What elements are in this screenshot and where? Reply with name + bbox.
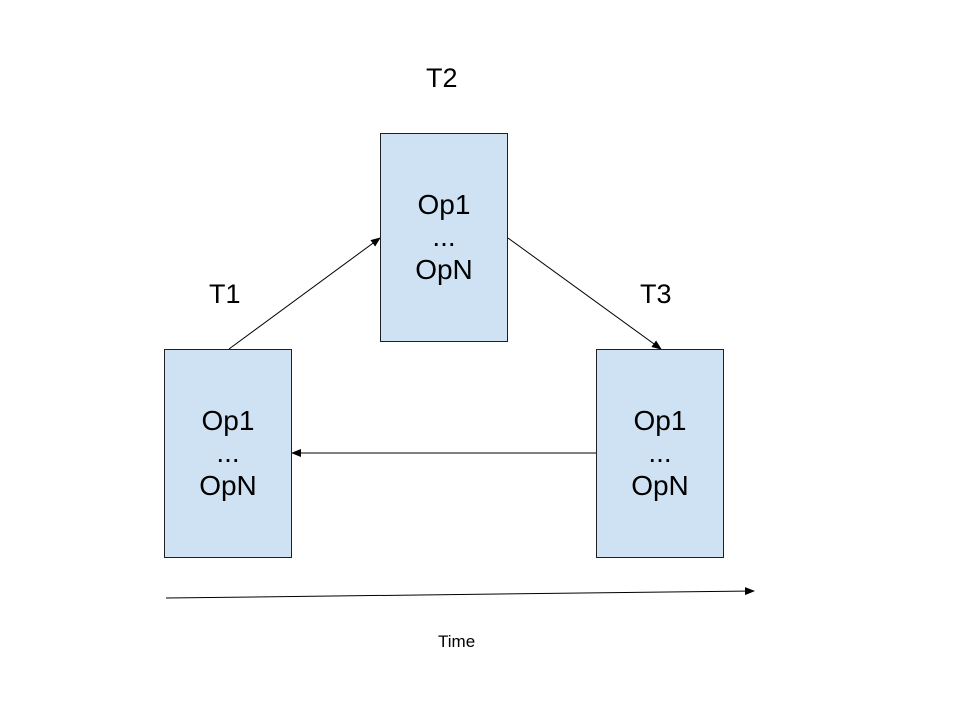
- t2-operations-box: Op1 ... OpN: [380, 133, 508, 342]
- t3-op-last: OpN: [631, 469, 689, 501]
- time-axis-label: Time: [438, 632, 476, 651]
- time-axis-arrow: [165, 587, 755, 599]
- t2-op-first: Op1: [417, 189, 471, 221]
- t3-op-first: Op1: [633, 405, 687, 437]
- t1-operations-box: Op1 ... OpN: [164, 349, 292, 558]
- arrow-t1-to-t2: [228, 237, 381, 350]
- t1-op-last: OpN: [199, 469, 257, 501]
- t2-op-ellipsis: ...: [432, 221, 456, 253]
- t3-operations-box: Op1 ... OpN: [596, 349, 724, 558]
- t1-label: T1: [209, 279, 241, 309]
- t1-op-first: Op1: [201, 405, 255, 437]
- t3-label: T3: [640, 279, 672, 309]
- t1-op-ellipsis: ...: [216, 437, 240, 469]
- t2-label: T2: [426, 63, 458, 93]
- arrow-t2-to-t3: [507, 237, 662, 350]
- t2-op-last: OpN: [415, 253, 473, 285]
- t3-op-ellipsis: ...: [648, 437, 672, 469]
